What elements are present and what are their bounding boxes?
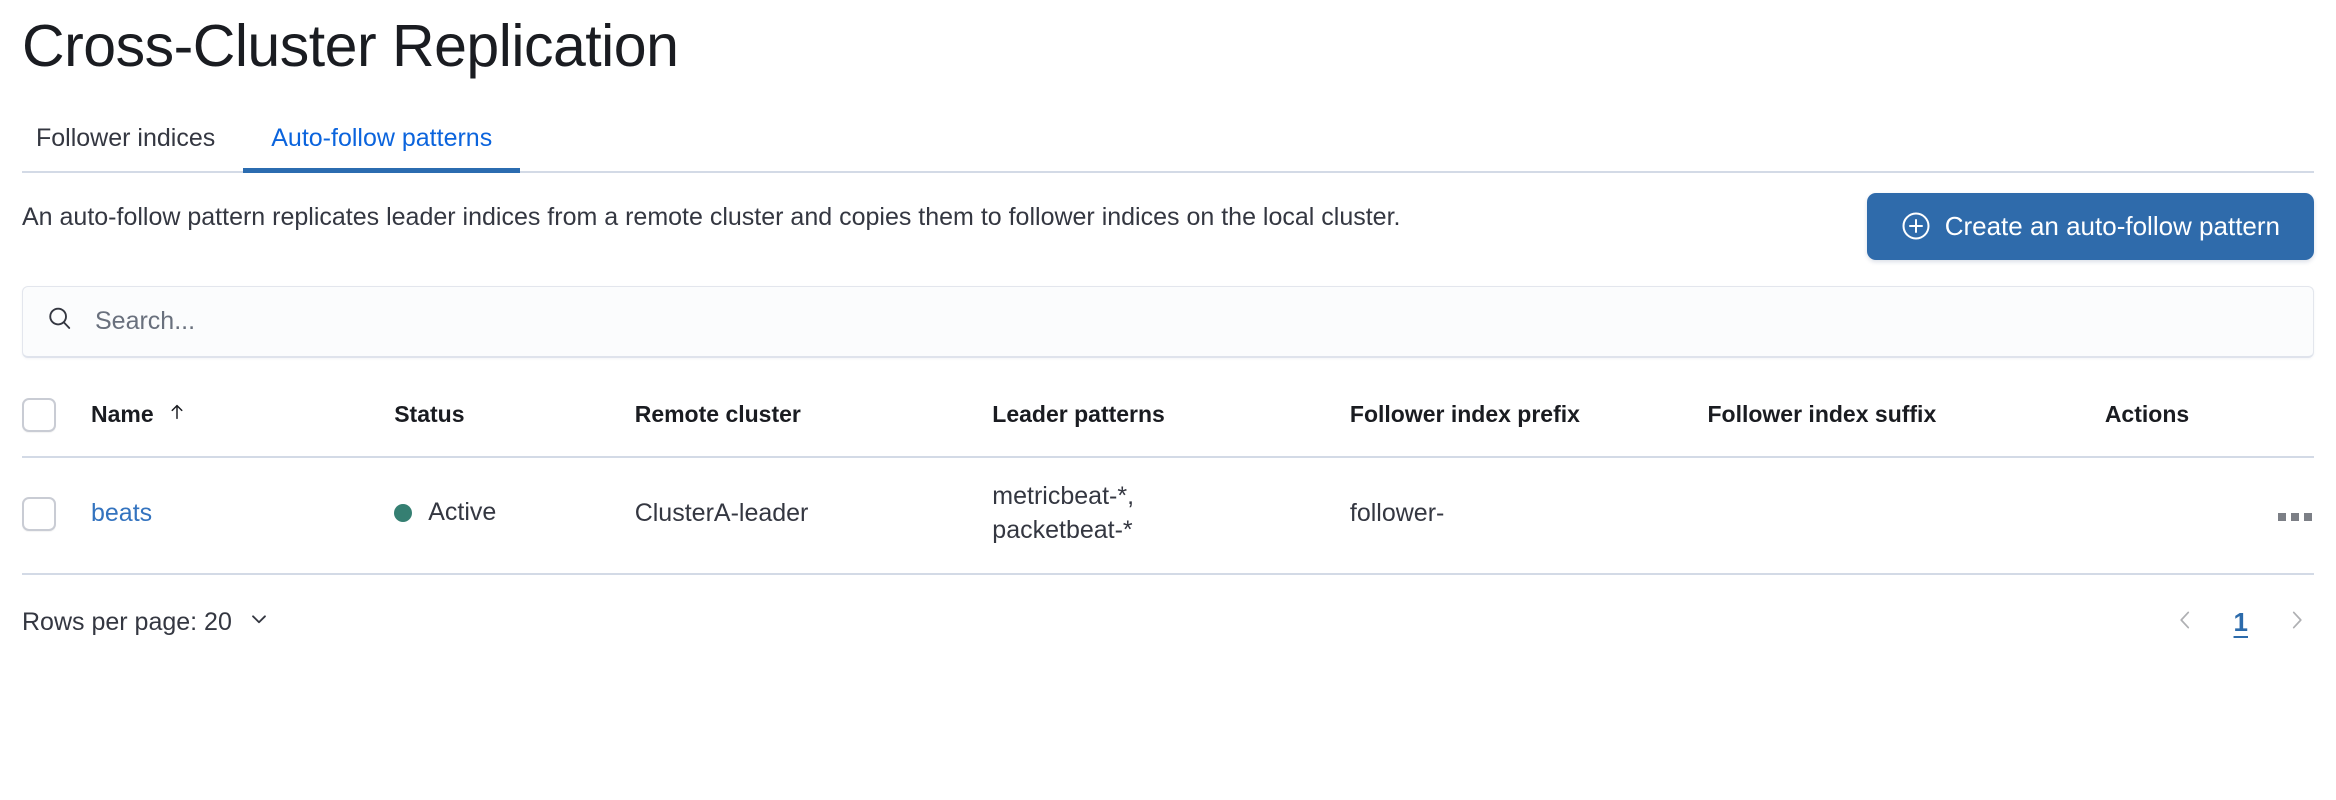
boxes-horizontal-icon[interactable] — [2276, 507, 2314, 527]
cell-follower-index-prefix: follower- — [1349, 456, 1708, 576]
cell-actions — [2104, 456, 2314, 576]
chevron-down-icon — [246, 606, 272, 639]
select-all-checkbox[interactable] — [22, 397, 56, 432]
table-footer: Rows per page: 20 1 — [22, 603, 2314, 642]
cell-status: Active — [394, 456, 635, 576]
auto-follow-patterns-table: Name Status Remote cluster Leader patter… — [22, 387, 2314, 576]
create-button-label: Create an auto-follow pattern — [1944, 210, 2280, 241]
cell-leader-patterns: metricbeat-*, packetbeat-* — [992, 456, 1350, 576]
column-header-actions: Actions — [2104, 387, 2314, 458]
intro-description: An auto-follow pattern replicates leader… — [22, 202, 1401, 231]
select-all-header — [22, 387, 91, 458]
column-header-follower-index-prefix[interactable]: Follower index prefix — [1349, 387, 1708, 458]
pagination: 1 — [2168, 603, 2314, 642]
sort-by-name[interactable]: Name — [91, 401, 188, 429]
intro-row: An auto-follow pattern replicates leader… — [22, 192, 2314, 260]
column-header-name-label: Name — [91, 401, 154, 428]
search-icon — [45, 304, 75, 339]
column-header-follower-index-suffix[interactable]: Follower index suffix — [1707, 387, 2105, 458]
column-header-remote-cluster[interactable]: Remote cluster — [634, 387, 993, 458]
sort-up-arrow-icon — [166, 401, 188, 429]
plus-in-circle-icon — [1901, 211, 1931, 241]
cell-remote-cluster: ClusterA-leader — [634, 456, 993, 576]
status-label: Active — [428, 497, 497, 526]
rows-per-page-selector[interactable]: Rows per page: 20 — [22, 606, 272, 639]
tab-follower-indices[interactable]: Follower indices — [22, 125, 243, 171]
row-select-cell — [22, 456, 91, 576]
search-input[interactable] — [93, 286, 2291, 356]
row-checkbox[interactable] — [22, 496, 56, 531]
column-header-name[interactable]: Name — [91, 387, 395, 458]
column-header-status[interactable]: Status — [394, 387, 635, 458]
column-header-leader-patterns[interactable]: Leader patterns — [992, 387, 1350, 458]
status-dot-icon — [394, 503, 413, 522]
table-row: beats Active ClusterA-leader metricbeat-… — [22, 456, 2314, 576]
cell-name: beats — [91, 456, 395, 576]
tab-bar: Follower indices Auto-follow patterns — [22, 111, 2314, 173]
create-auto-follow-pattern-button[interactable]: Create an auto-follow pattern — [1866, 192, 2314, 260]
page-title: Cross-Cluster Replication — [22, 13, 679, 79]
search-bar[interactable] — [22, 285, 2314, 358]
pagination-page-1[interactable]: 1 — [2233, 607, 2248, 638]
rows-per-page-label: Rows per page: 20 — [22, 608, 232, 637]
cell-follower-index-suffix — [1707, 456, 2105, 576]
tab-auto-follow-patterns[interactable]: Auto-follow patterns — [243, 125, 521, 173]
chevron-right-icon[interactable] — [2280, 603, 2314, 642]
pattern-name-link[interactable]: beats — [91, 498, 153, 527]
chevron-left-icon[interactable] — [2168, 603, 2202, 642]
table-header-row: Name Status Remote cluster Leader patter… — [22, 387, 2314, 458]
